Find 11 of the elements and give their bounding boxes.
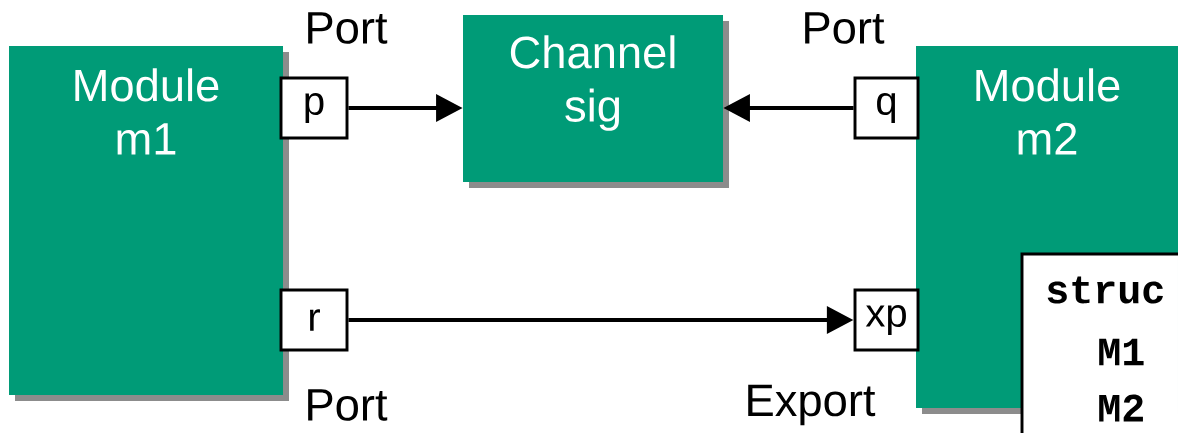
code-box: struc M1 M2 <box>1020 252 1178 433</box>
port-box: r <box>279 288 349 352</box>
port-label: Export <box>748 384 876 426</box>
module-box: Module m1 <box>9 46 289 401</box>
port-label: Port <box>805 12 885 44</box>
port-box: xp <box>853 288 920 352</box>
port-box: p <box>279 76 349 140</box>
channel-box: Channel sig <box>463 15 729 188</box>
port-label: Port <box>308 389 388 421</box>
port-box: q <box>853 76 920 140</box>
port-label: Port <box>308 12 388 44</box>
